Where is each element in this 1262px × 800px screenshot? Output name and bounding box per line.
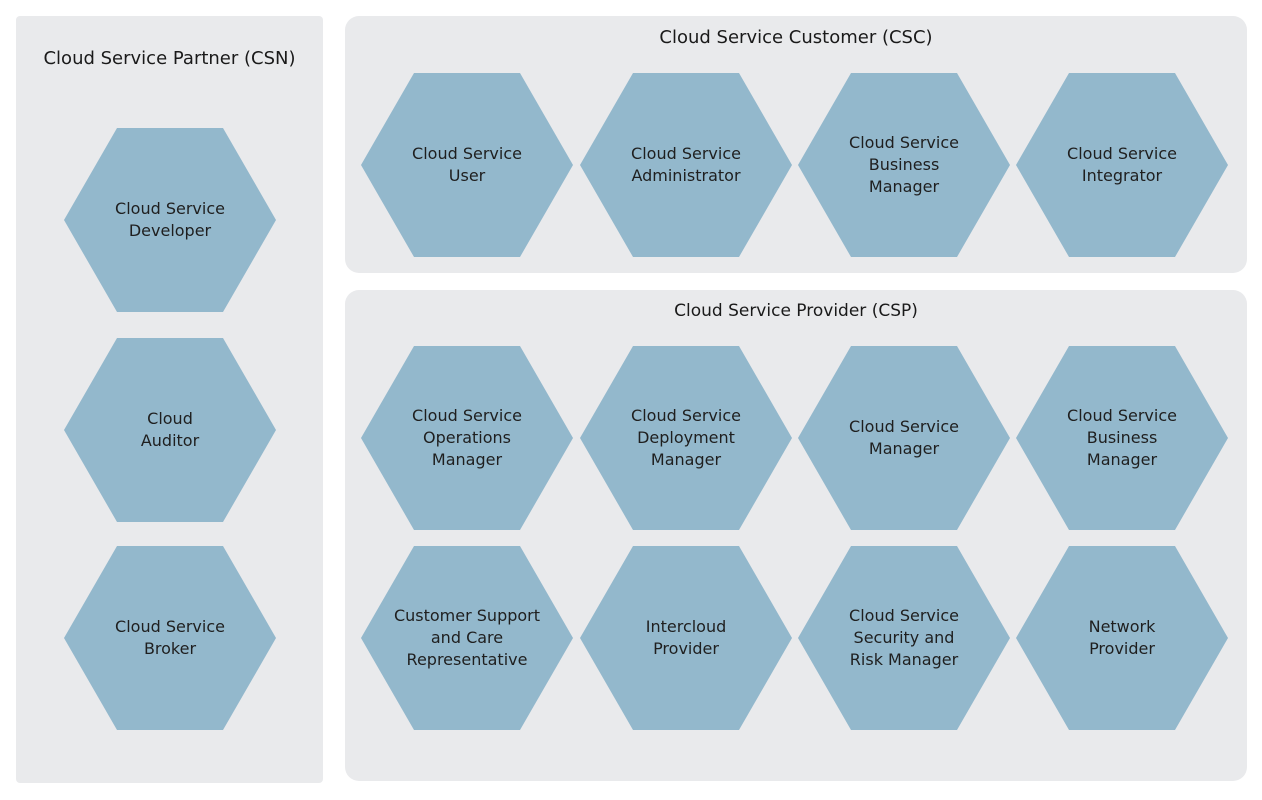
role-label: Customer Support and Care Representative <box>393 606 541 669</box>
customer-panel-title: Cloud Service Customer (CSC) <box>659 27 933 48</box>
role-label: Cloud Service Administrator <box>631 144 741 185</box>
provider-panel-title: Cloud Service Provider (CSP) <box>674 301 918 321</box>
role-label: Intercloud Provider <box>645 617 727 658</box>
role-label: Cloud Auditor <box>140 409 200 450</box>
role-label: Network Provider <box>1088 617 1156 658</box>
role-label: Cloud Service Security and Risk Manager <box>849 606 959 669</box>
role-label: Cloud Service User <box>412 144 522 185</box>
role-hexagon-cloud-service-broker: Cloud Service Broker <box>64 546 276 730</box>
role-label: Cloud Service Manager <box>849 417 959 458</box>
role-label: Cloud Service Broker <box>115 617 225 658</box>
partner-panel-title: Cloud Service Partner (CSN) <box>43 48 296 69</box>
role-label: Cloud Service Deployment Manager <box>631 406 741 469</box>
role-hexagon-network-provider: Network Provider <box>1016 546 1228 730</box>
role-label: Cloud Service Integrator <box>1067 144 1177 185</box>
role-hexagon-cloud-service-integrator: Cloud Service Integrator <box>1016 73 1228 257</box>
role-label: Cloud Service Business Manager <box>1067 406 1177 469</box>
role-label: Cloud Service Business Manager <box>849 133 959 196</box>
role-label: Cloud Service Operations Manager <box>412 406 522 469</box>
role-label: Cloud Service Developer <box>115 199 225 240</box>
role-hexagon-cloud-service-business-manager-csp: Cloud Service Business Manager <box>1016 346 1228 530</box>
